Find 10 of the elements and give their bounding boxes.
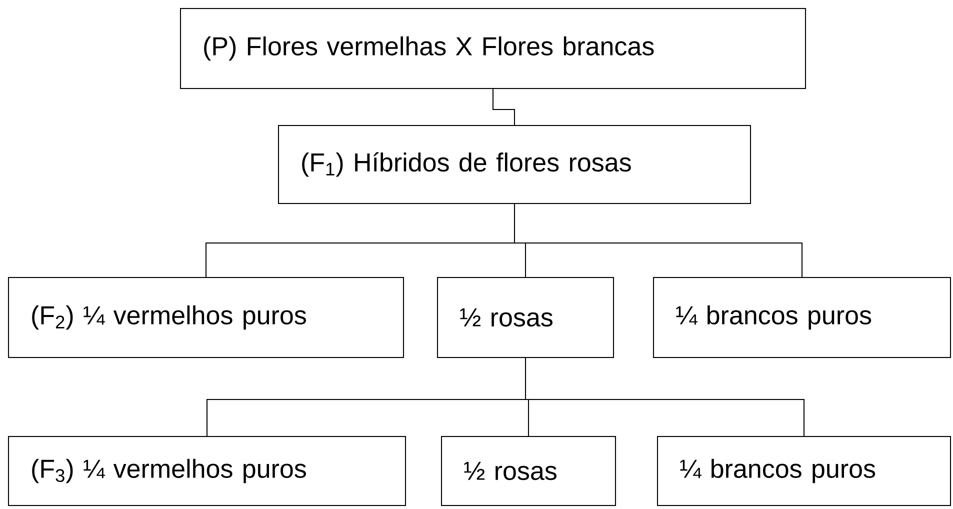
text-box: (F$_{3}$) ¼ vermelhos puros xyxy=(8,436,406,506)
text-box: (F$_{1}$) Híbridos de flores rosas xyxy=(278,125,751,204)
connector-line xyxy=(492,88,515,126)
connector-line xyxy=(525,358,804,436)
text-box: ½ rosas xyxy=(437,277,614,358)
text-box: ¼ brancos puros xyxy=(657,436,951,506)
text-box: (F$_{2}$) ¼ vermelhos puros xyxy=(8,277,404,358)
text-box: ½ rosas xyxy=(441,436,616,506)
text-box: (P) Flores vermelhas X Flores brancas xyxy=(180,8,806,89)
text-box: ¼ brancos puros xyxy=(653,277,951,358)
